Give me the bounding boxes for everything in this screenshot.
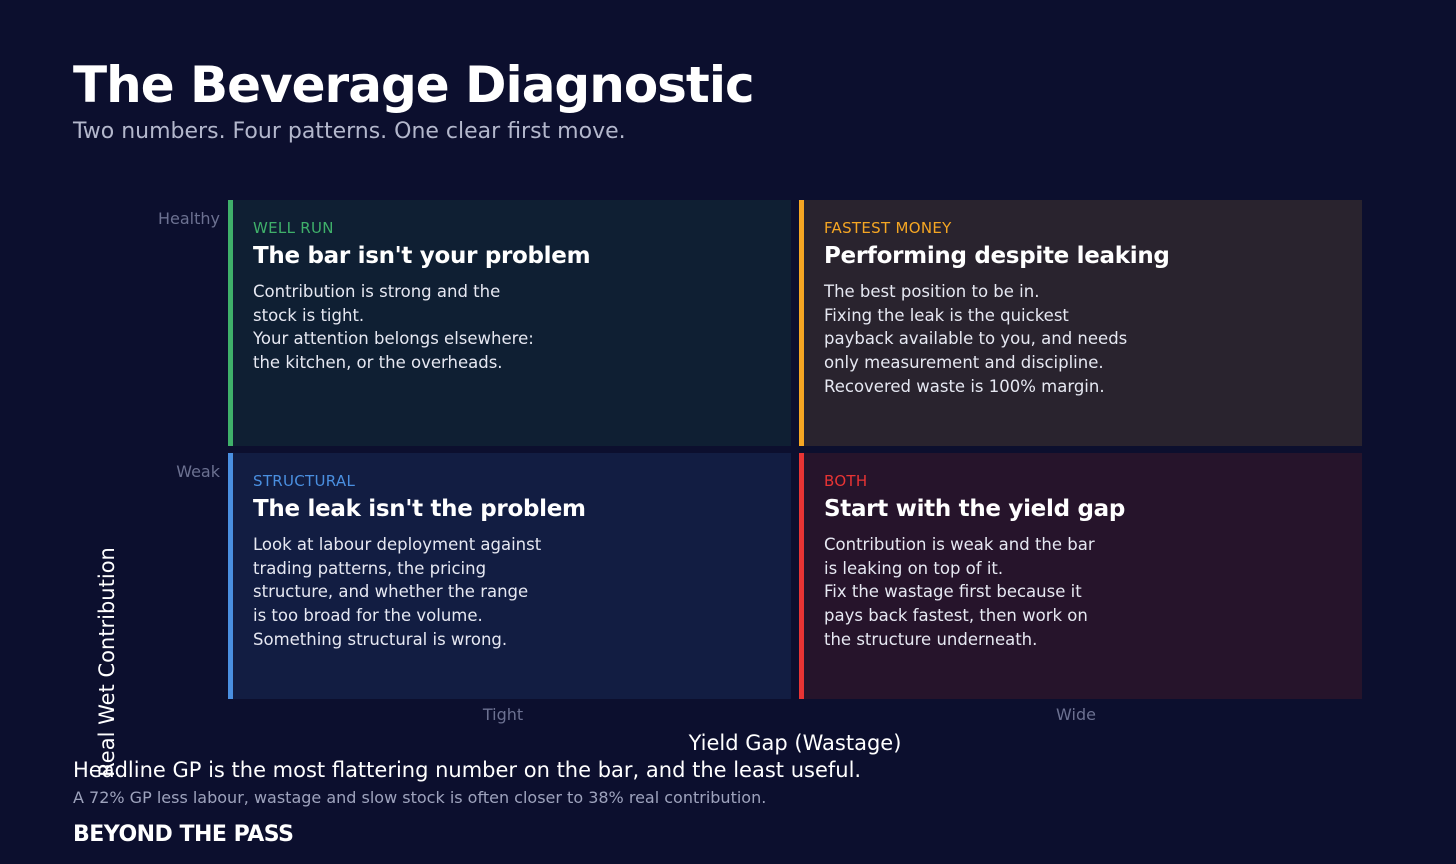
- quadrant-accent-bar: [228, 200, 233, 446]
- body-line: payback available to you, and needs: [824, 329, 1128, 349]
- body-line: Contribution is strong and the: [253, 282, 501, 301]
- page-title: The Beverage Diagnostic: [73, 56, 755, 114]
- quadrant-structural: STRUCTURAL The leak isn't the problem Lo…: [228, 453, 791, 699]
- brand-wordmark: BEYOND THE PASS: [73, 822, 294, 847]
- quadrant-tag: BOTH: [824, 472, 868, 490]
- body-line: stock is tight.: [253, 305, 365, 325]
- quadrant-heading: The bar isn't your problem: [253, 243, 591, 269]
- quadrant-fastest-money: FASTEST MONEY Performing despite leaking…: [799, 200, 1362, 446]
- x-level-wide: Wide: [1056, 705, 1096, 724]
- quadrant-heading: Start with the yield gap: [824, 496, 1125, 522]
- x-level-tight: Tight: [482, 705, 524, 724]
- body-line: Recovered waste is 100% margin.: [824, 376, 1105, 396]
- quadrant-accent-bar: [228, 453, 233, 699]
- body-line: the structure underneath.: [824, 629, 1038, 649]
- body-line: pays back fastest, then work on: [824, 606, 1088, 626]
- quadrant-well-run: WELL RUN The bar isn't your problem Cont…: [228, 200, 791, 446]
- x-axis-title: Yield Gap (Wastage): [688, 731, 902, 755]
- quadrant-tag: WELL RUN: [253, 219, 334, 237]
- body-line: Your attention belongs elsewhere:: [253, 329, 534, 349]
- quadrant-accent-bar: [799, 453, 804, 699]
- body-line: trading patterns, the pricing: [253, 558, 487, 578]
- footnote-headline: Headline GP is the most flattering numbe…: [73, 758, 862, 782]
- footnote-detail: A 72% GP less labour, wastage and slow s…: [73, 788, 767, 807]
- body-line: Fix the wastage first because it: [824, 582, 1082, 602]
- quadrant-both: BOTH Start with the yield gap Contributi…: [799, 453, 1362, 699]
- quadrant-tag: FASTEST MONEY: [824, 219, 952, 237]
- quadrant-body: The best position to be in. Fixing the l…: [824, 280, 1342, 399]
- body-line: is leaking on top of it.: [824, 558, 1004, 578]
- quadrant-tag: STRUCTURAL: [253, 472, 356, 490]
- body-line: Contribution is weak and the bar: [824, 535, 1095, 554]
- quadrant-heading: The leak isn't the problem: [253, 496, 586, 522]
- body-line: Look at labour deployment against: [253, 535, 542, 554]
- quadrant-heading: Performing despite leaking: [824, 243, 1170, 269]
- quadrant-body: Contribution is strong and the stock is …: [253, 280, 771, 375]
- page-subtitle: Two numbers. Four patterns. One clear fi…: [73, 119, 626, 144]
- body-line: Something structural is wrong.: [253, 629, 508, 649]
- body-line: the kitchen, or the overheads.: [253, 353, 503, 373]
- body-line: only measurement and discipline.: [824, 353, 1104, 373]
- quadrant-body: Contribution is weak and the bar is leak…: [824, 533, 1342, 652]
- y-axis-title: Real Wet Contribution: [95, 547, 119, 777]
- body-line: The best position to be in.: [824, 282, 1040, 301]
- y-level-weak: Weak: [176, 462, 220, 481]
- quadrant-accent-bar: [799, 200, 804, 446]
- body-line: Fixing the leak is the quickest: [824, 305, 1069, 325]
- y-level-healthy: Healthy: [157, 209, 220, 228]
- body-line: structure, and whether the range: [253, 582, 529, 602]
- body-line: is too broad for the volume.: [253, 606, 483, 626]
- quadrant-body: Look at labour deployment against tradin…: [253, 533, 771, 652]
